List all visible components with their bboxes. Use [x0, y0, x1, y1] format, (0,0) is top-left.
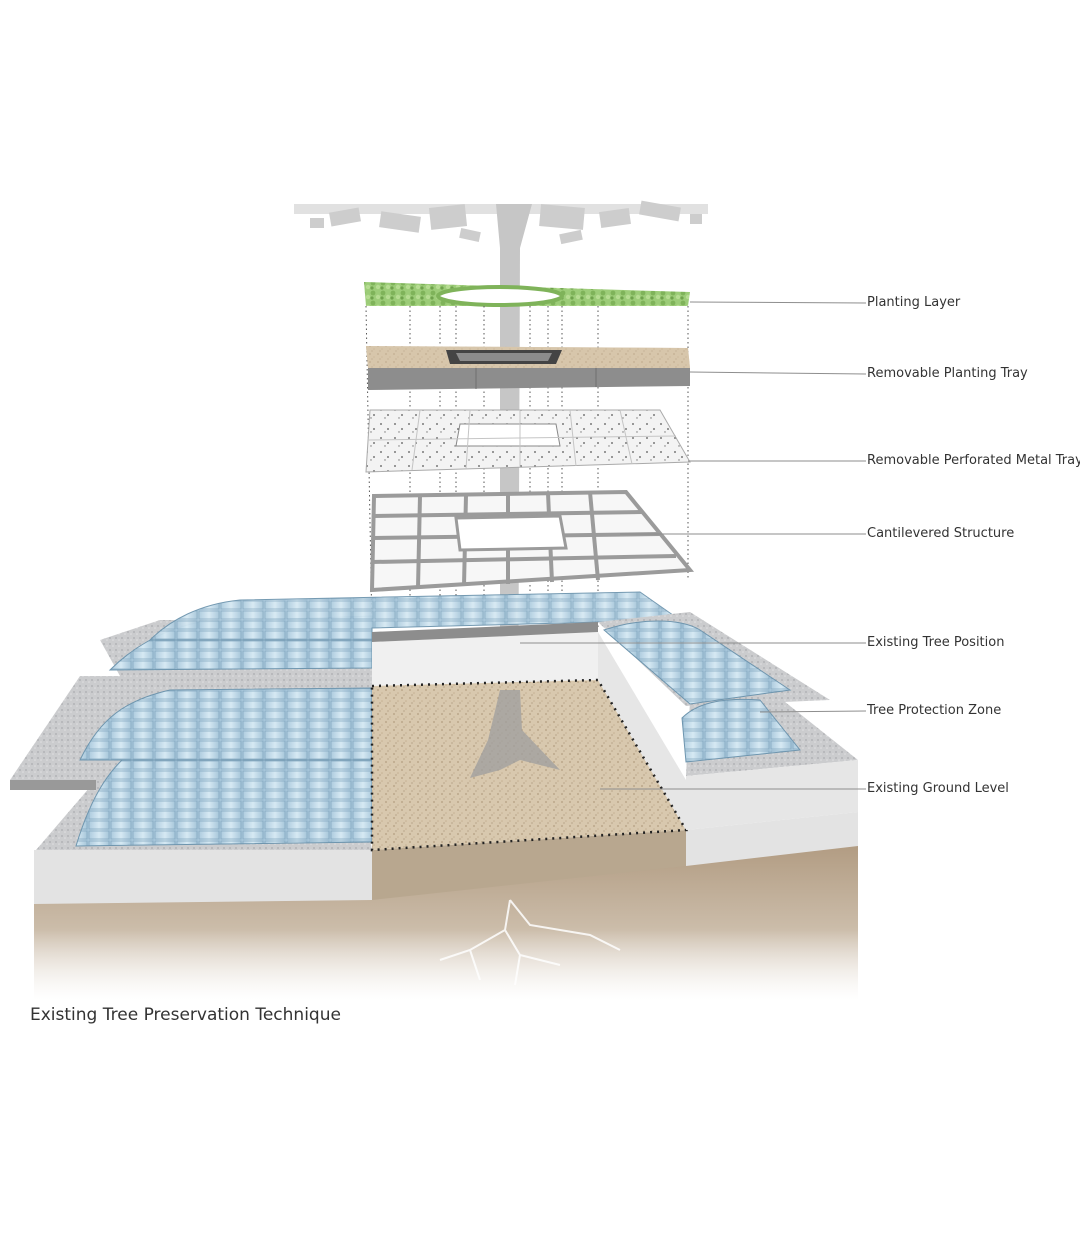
label-existing-tree-position: Existing Tree Position — [867, 635, 1005, 650]
leader-lines — [520, 301, 867, 790]
removable-planting-tray — [366, 346, 690, 390]
figure-caption: Existing Tree Preservation Technique — [30, 1005, 341, 1025]
label-removable-planting-tray: Removable Planting Tray — [867, 366, 1028, 381]
ground-soil — [0, 840, 1080, 1040]
label-tree-protection-zone: Tree Protection Zone — [867, 703, 1002, 718]
concrete-base — [34, 812, 858, 904]
right-paving-block — [598, 612, 858, 830]
label-planting-layer: Planting Layer — [867, 295, 961, 310]
planting-layer — [364, 282, 690, 307]
label-perforated-metal-tray: Removable Perforated Metal Tray — [867, 453, 1080, 468]
perforated-metal-tray — [365, 409, 691, 473]
left-glass-canopies — [75, 591, 682, 847]
cantilevered-structure — [369, 489, 695, 593]
label-existing-ground-level: Existing Ground Level — [867, 781, 1009, 796]
tree-protection-zone — [370, 622, 689, 852]
label-cantilevered-structure: Cantilevered Structure — [867, 526, 1015, 541]
